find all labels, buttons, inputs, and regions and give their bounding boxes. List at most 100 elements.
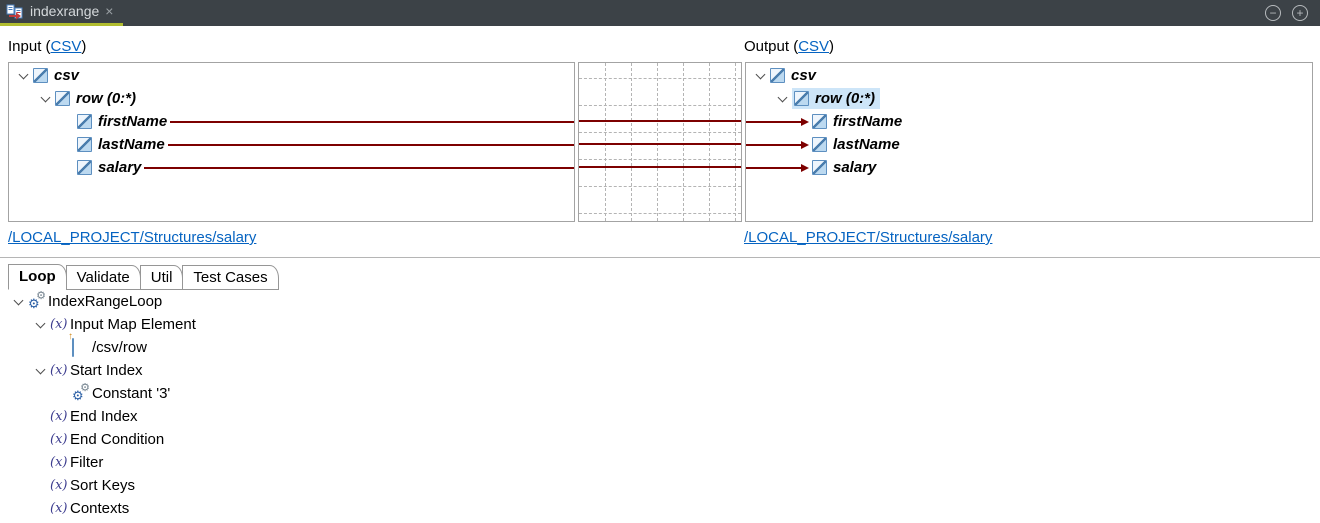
tab-validate[interactable]: Validate xyxy=(65,265,141,290)
tab-test-cases[interactable]: Test Cases xyxy=(182,265,279,290)
output-node-lastname[interactable]: lastName xyxy=(746,133,1312,156)
expander-icon[interactable] xyxy=(13,68,33,84)
mapping-line xyxy=(746,143,801,146)
expander-icon[interactable] xyxy=(30,363,50,379)
grid-line xyxy=(579,78,741,79)
mapping-file-icon xyxy=(6,4,23,19)
expand-all-icon[interactable]: + xyxy=(1292,5,1308,21)
element-icon xyxy=(77,114,92,129)
input-title-text: Input ( xyxy=(8,38,51,55)
structure-link-text[interactable]: /LOCAL_PROJECT/Structures/salary xyxy=(744,229,993,246)
element-icon xyxy=(794,91,809,106)
section-divider xyxy=(0,257,1320,258)
fx-icon: (x) xyxy=(50,409,68,424)
node-label: lastName xyxy=(833,136,900,153)
gears-icon: ⚙⚙ xyxy=(28,290,46,311)
output-node-row[interactable]: row (0:*) xyxy=(746,87,1312,110)
editor-tab-title: indexrange xyxy=(30,2,100,19)
element-icon xyxy=(812,160,827,175)
grid-line xyxy=(579,105,741,106)
input-title-suffix: ) xyxy=(81,38,87,55)
tree-item-constant-3[interactable]: ⚙⚙ Constant '3' xyxy=(0,382,1320,405)
mapping-canvas xyxy=(578,62,742,222)
element-icon xyxy=(812,114,827,129)
grid-line xyxy=(579,186,741,187)
output-title: Output (CSV) xyxy=(744,38,834,55)
fx-icon: (x) xyxy=(50,317,68,332)
grid-line xyxy=(605,63,606,221)
output-node-firstname[interactable]: firstName xyxy=(746,110,1312,133)
mapping-line xyxy=(746,120,801,123)
input-node-salary[interactable]: salary xyxy=(9,156,574,179)
editor-header: indexrange × − + xyxy=(0,0,1320,26)
tree-item-input-map-element[interactable]: (x) Input Map Element xyxy=(0,313,1320,336)
input-csv-link[interactable]: CSV xyxy=(50,38,82,55)
grid-line xyxy=(657,63,658,221)
node-label: firstName xyxy=(833,113,903,130)
tree-item-label: IndexRangeLoop xyxy=(48,293,163,310)
mapping-arrow-icon xyxy=(801,117,809,126)
mapping-arrow-icon xyxy=(801,163,809,172)
tree-item-csv-row[interactable]: ↑ /csv/row xyxy=(0,332,1320,359)
mapping-line xyxy=(167,143,574,146)
close-icon[interactable]: × xyxy=(105,2,114,19)
node-label: csv xyxy=(791,67,817,84)
structure-link-text[interactable]: /LOCAL_PROJECT/Structures/salary xyxy=(8,229,257,246)
tree-item-indexrangeloop[interactable]: ⚙⚙ IndexRangeLoop xyxy=(0,290,1320,313)
collapse-all-icon[interactable]: − xyxy=(1265,5,1281,21)
tab-util[interactable]: Util xyxy=(139,265,184,290)
element-icon xyxy=(770,68,785,83)
tree-item-contexts[interactable]: (x) Contexts xyxy=(0,497,1320,520)
expander-icon[interactable] xyxy=(35,91,55,107)
expander-icon[interactable] xyxy=(30,317,50,333)
element-icon xyxy=(33,68,48,83)
selected-node-highlight[interactable]: row (0:*) xyxy=(792,88,880,109)
fx-icon: (x) xyxy=(50,455,68,470)
tree-item-sort-keys[interactable]: (x) Sort Keys xyxy=(0,474,1320,497)
element-ref-icon: ↑ xyxy=(68,332,92,357)
input-title: Input (CSV) xyxy=(8,38,86,55)
bottom-tabbar: Loop Validate Util Test Cases xyxy=(8,264,279,290)
tab-loop[interactable]: Loop xyxy=(8,264,67,290)
fx-icon: (x) xyxy=(50,478,68,493)
output-title-text: Output ( xyxy=(744,38,799,55)
output-structure-link: /LOCAL_PROJECT/Structures/salary xyxy=(744,229,992,246)
grid-line xyxy=(579,159,741,160)
node-label: lastName xyxy=(98,136,165,153)
output-csv-link[interactable]: CSV xyxy=(798,38,830,55)
output-title-suffix: ) xyxy=(829,38,835,55)
tree-item-label: Input Map Element xyxy=(70,316,196,333)
output-schema-panel: csv row (0:*) firstName lastName salary xyxy=(745,62,1313,222)
tree-item-filter[interactable]: (x) Filter xyxy=(0,451,1320,474)
input-node-firstname[interactable]: firstName xyxy=(9,110,574,133)
element-icon xyxy=(77,160,92,175)
grid-line xyxy=(683,63,684,221)
node-label: firstName xyxy=(98,113,168,130)
tree-item-end-index[interactable]: (x) End Index xyxy=(0,405,1320,428)
mapping-arrow-icon xyxy=(801,140,809,149)
element-icon xyxy=(812,137,827,152)
input-node-lastname[interactable]: lastName xyxy=(9,133,574,156)
gears-icon: ⚙⚙ xyxy=(72,382,90,403)
element-icon xyxy=(77,137,92,152)
fx-icon: (x) xyxy=(50,501,68,516)
node-label: row (0:*) xyxy=(815,90,875,107)
expander-icon[interactable] xyxy=(8,294,28,310)
output-node-salary[interactable]: salary xyxy=(746,156,1312,179)
input-node-row[interactable]: row (0:*) xyxy=(9,87,574,110)
mapping-line xyxy=(746,166,801,169)
input-node-csv[interactable]: csv xyxy=(9,64,574,87)
mapping-line xyxy=(579,143,741,145)
output-node-csv[interactable]: csv xyxy=(746,64,1312,87)
expander-icon[interactable] xyxy=(750,68,770,84)
tree-item-end-condition[interactable]: (x) End Condition xyxy=(0,428,1320,451)
expander-icon[interactable] xyxy=(772,91,792,107)
node-label: salary xyxy=(833,159,877,176)
grid-line xyxy=(631,63,632,221)
editor-tab-indexrange[interactable]: indexrange × xyxy=(0,0,124,26)
grid-line xyxy=(735,63,736,221)
tree-item-start-index[interactable]: (x) Start Index xyxy=(0,359,1320,382)
header-controls: − + xyxy=(1265,5,1320,21)
tree-item-label: End Index xyxy=(70,408,138,425)
